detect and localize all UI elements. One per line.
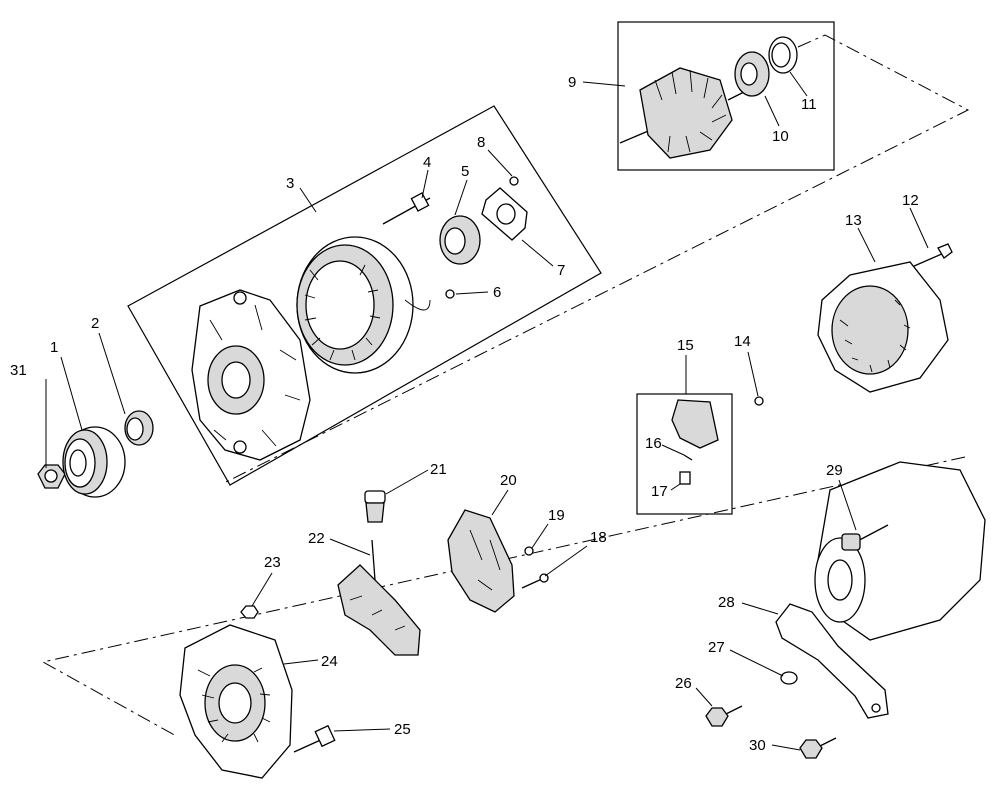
callout-13: 13 bbox=[845, 212, 862, 229]
callout-21: 21 bbox=[430, 461, 447, 478]
callout-15: 15 bbox=[677, 337, 694, 354]
callout-11: 11 bbox=[801, 96, 817, 113]
callout-31: 31 bbox=[10, 362, 27, 379]
callout-27: 27 bbox=[708, 639, 725, 656]
callout-25: 25 bbox=[394, 721, 411, 738]
callout-26: 26 bbox=[675, 675, 692, 692]
callout-14: 14 bbox=[734, 333, 751, 350]
callout-12: 12 bbox=[902, 192, 919, 209]
washer-part bbox=[780, 671, 798, 685]
leader-lines bbox=[45, 71, 929, 751]
rectifier-part bbox=[337, 539, 421, 656]
terminal-nut-part bbox=[240, 605, 259, 619]
terminal-insulator-part bbox=[364, 490, 386, 523]
rectifier-end-housing-part bbox=[179, 624, 293, 779]
callout-17: 17 bbox=[651, 483, 668, 500]
callout-18: 18 bbox=[590, 529, 607, 546]
spacer-collar-part bbox=[124, 410, 154, 446]
callout-7: 7 bbox=[557, 262, 565, 279]
mounting-bracket-part bbox=[775, 603, 889, 719]
callout-22: 22 bbox=[308, 530, 325, 547]
callout-10: 10 bbox=[772, 128, 789, 145]
callout-20: 20 bbox=[500, 472, 517, 489]
callout-1: 1 bbox=[50, 339, 58, 356]
bracket-bolt-part bbox=[799, 737, 837, 759]
cover-screw-part bbox=[754, 396, 764, 406]
callout-labels: 1 2 3 4 5 6 7 8 9 10 11 12 13 14 15 16 1… bbox=[10, 74, 919, 754]
regulator-small-screw-part bbox=[524, 546, 534, 556]
callout-16: 16 bbox=[645, 435, 662, 452]
retainer-screw-part bbox=[509, 176, 519, 186]
rotor-part bbox=[619, 67, 749, 159]
pulley-part bbox=[62, 426, 126, 498]
callout-24: 24 bbox=[321, 653, 338, 670]
callout-9: 9 bbox=[568, 74, 576, 91]
callout-29: 29 bbox=[826, 462, 843, 479]
through-bolt-part bbox=[904, 243, 953, 271]
assembly-centerline-lower bbox=[41, 456, 966, 738]
drive-end-housing-part bbox=[191, 289, 311, 461]
callout-19: 19 bbox=[548, 507, 565, 524]
callout-8: 8 bbox=[477, 134, 485, 151]
flange-bolt-part bbox=[705, 705, 743, 727]
rotor-group-box bbox=[617, 21, 835, 171]
callout-28: 28 bbox=[718, 594, 735, 611]
front-housing-assembly-box bbox=[127, 105, 602, 486]
bearing-retainer-plate-part bbox=[481, 187, 528, 241]
callout-3: 3 bbox=[286, 175, 294, 192]
brush-holder-group-box bbox=[636, 393, 733, 515]
callout-2: 2 bbox=[91, 315, 99, 332]
rear-bearing-part bbox=[734, 51, 770, 97]
regulator-screw-part bbox=[521, 573, 549, 589]
stator-part bbox=[296, 236, 431, 374]
callout-4: 4 bbox=[423, 154, 431, 171]
housing-bolt-part bbox=[293, 724, 336, 753]
callout-23: 23 bbox=[264, 554, 281, 571]
alternator-assembly-part bbox=[814, 461, 986, 641]
voltage-regulator-part bbox=[447, 509, 515, 613]
bearing-cover-part bbox=[768, 36, 798, 74]
front-bearing-part bbox=[439, 215, 481, 265]
callout-30: 30 bbox=[749, 737, 766, 754]
flange-nut-part bbox=[37, 464, 66, 489]
brush-holder-part bbox=[671, 399, 719, 485]
callout-6: 6 bbox=[493, 284, 501, 301]
rear-cover-part bbox=[817, 261, 949, 393]
assembly-centerline-upper bbox=[225, 34, 970, 483]
small-screw-part bbox=[445, 289, 455, 299]
through-stud-part bbox=[382, 192, 431, 225]
callout-5: 5 bbox=[461, 163, 469, 180]
